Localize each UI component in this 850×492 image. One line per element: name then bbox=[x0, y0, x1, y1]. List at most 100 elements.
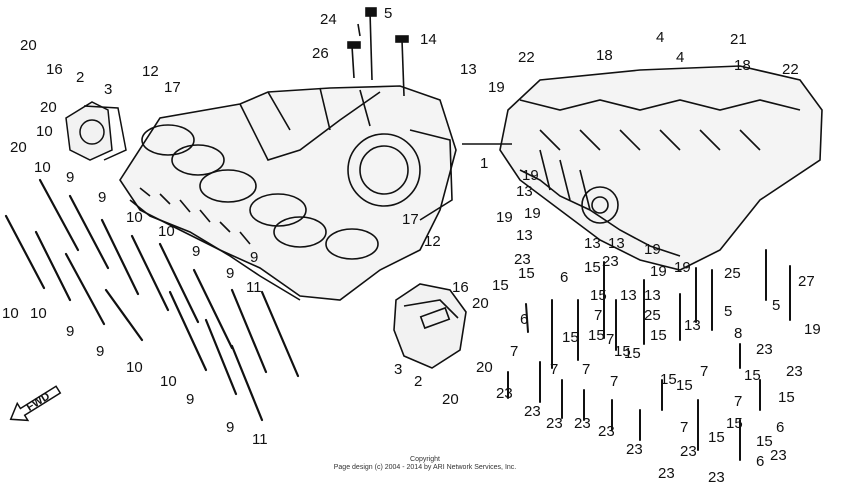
callout-15: 15 bbox=[676, 377, 693, 394]
callout-7: 7 bbox=[734, 393, 742, 410]
bolts-right bbox=[507, 249, 791, 461]
upper-crankcase bbox=[119, 85, 457, 301]
callout-12: 12 bbox=[142, 63, 159, 80]
callout-26: 26 bbox=[312, 45, 329, 62]
callout-15: 15 bbox=[584, 259, 601, 276]
callout-9: 9 bbox=[96, 343, 104, 360]
callout-15: 15 bbox=[588, 327, 605, 344]
left-cover-gasket bbox=[65, 101, 127, 161]
callout-19: 19 bbox=[488, 79, 505, 96]
callout-15: 15 bbox=[492, 277, 509, 294]
callout-1: 1 bbox=[480, 155, 488, 172]
callout-2: 2 bbox=[414, 373, 422, 390]
callout-7: 7 bbox=[680, 419, 688, 436]
top-bolts bbox=[347, 7, 409, 97]
callout-13: 13 bbox=[608, 235, 625, 252]
callout-19: 19 bbox=[524, 205, 541, 222]
callout-20: 20 bbox=[20, 37, 37, 54]
callout-6: 6 bbox=[520, 311, 528, 328]
callout-10: 10 bbox=[30, 305, 47, 322]
callout-7: 7 bbox=[594, 307, 602, 324]
callout-15: 15 bbox=[650, 327, 667, 344]
callout-10: 10 bbox=[158, 223, 175, 240]
callout-19: 19 bbox=[804, 321, 821, 338]
callout-20: 20 bbox=[476, 359, 493, 376]
callout-13: 13 bbox=[460, 61, 477, 78]
callout-13: 13 bbox=[516, 183, 533, 200]
callout-24: 24 bbox=[320, 11, 337, 28]
callout-14: 14 bbox=[420, 31, 437, 48]
callout-13: 13 bbox=[684, 317, 701, 334]
callout-22: 22 bbox=[518, 49, 535, 66]
callout-20: 20 bbox=[472, 295, 489, 312]
callout-22: 22 bbox=[782, 61, 799, 78]
callout-6: 6 bbox=[560, 269, 568, 286]
studs-left bbox=[4, 178, 300, 422]
callout-23: 23 bbox=[626, 441, 643, 458]
callout-17: 17 bbox=[164, 79, 181, 96]
callout-6: 6 bbox=[776, 419, 784, 436]
callout-19: 19 bbox=[644, 241, 661, 258]
callout-7: 7 bbox=[550, 361, 558, 378]
callout-12: 12 bbox=[424, 233, 441, 250]
callout-16: 16 bbox=[452, 279, 469, 296]
callout-23: 23 bbox=[658, 465, 675, 482]
callout-23: 23 bbox=[546, 415, 563, 432]
callout-7: 7 bbox=[606, 331, 614, 348]
callout-17: 17 bbox=[402, 211, 419, 228]
callout-15: 15 bbox=[590, 287, 607, 304]
callout-19: 19 bbox=[522, 167, 539, 184]
callout-10: 10 bbox=[36, 123, 53, 140]
callout-9: 9 bbox=[250, 249, 258, 266]
callout-7: 7 bbox=[610, 373, 618, 390]
side-cover bbox=[393, 283, 467, 369]
callout-23: 23 bbox=[524, 403, 541, 420]
callout-15: 15 bbox=[744, 367, 761, 384]
callout-15: 15 bbox=[660, 371, 677, 388]
copyright-line-1: Copyright bbox=[410, 456, 440, 463]
callout-5: 5 bbox=[724, 303, 732, 320]
callout-23: 23 bbox=[770, 447, 787, 464]
callout-15: 15 bbox=[778, 389, 795, 406]
callout-4: 4 bbox=[656, 29, 664, 46]
callout-4: 4 bbox=[676, 49, 684, 66]
callout-20: 20 bbox=[442, 391, 459, 408]
callout-23: 23 bbox=[756, 341, 773, 358]
callout-13: 13 bbox=[644, 287, 661, 304]
callout-23: 23 bbox=[598, 423, 615, 440]
callout-3: 3 bbox=[104, 81, 112, 98]
callout-9: 9 bbox=[66, 323, 74, 340]
callout-5: 5 bbox=[772, 297, 780, 314]
callout-7: 7 bbox=[510, 343, 518, 360]
callout-7: 7 bbox=[700, 363, 708, 380]
callout-18: 18 bbox=[734, 57, 751, 74]
callout-9: 9 bbox=[226, 419, 234, 436]
callout-10: 10 bbox=[2, 305, 19, 322]
callout-13: 13 bbox=[584, 235, 601, 252]
callout-2: 2 bbox=[76, 69, 84, 86]
callout-23: 23 bbox=[496, 385, 513, 402]
callout-23: 23 bbox=[514, 251, 531, 268]
callout-20: 20 bbox=[10, 139, 27, 156]
callout-5: 5 bbox=[384, 5, 392, 22]
callout-21: 21 bbox=[730, 31, 747, 48]
callout-9: 9 bbox=[226, 265, 234, 282]
callout-27: 27 bbox=[798, 273, 815, 290]
lower-crankcase bbox=[499, 65, 823, 271]
callout-23: 23 bbox=[786, 363, 803, 380]
callout-13: 13 bbox=[516, 227, 533, 244]
callout-15: 15 bbox=[614, 343, 631, 360]
callout-18: 18 bbox=[596, 47, 613, 64]
callout-13: 13 bbox=[620, 287, 637, 304]
callout-15: 15 bbox=[726, 415, 743, 432]
callout-15: 15 bbox=[624, 345, 641, 362]
callout-19: 19 bbox=[674, 259, 691, 276]
callout-19: 19 bbox=[650, 263, 667, 280]
callout-23: 23 bbox=[574, 415, 591, 432]
callout-10: 10 bbox=[126, 359, 143, 376]
callout-7: 7 bbox=[582, 361, 590, 378]
callout-15: 15 bbox=[708, 429, 725, 446]
callout-15: 15 bbox=[562, 329, 579, 346]
callout-23: 23 bbox=[602, 253, 619, 270]
